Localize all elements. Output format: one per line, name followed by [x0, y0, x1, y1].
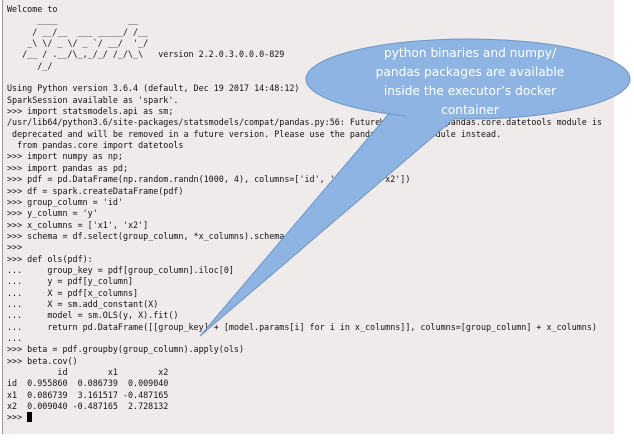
terminal-line: id x1 x2	[7, 367, 169, 377]
terminal-line: >>> pdf = pd.DataFrame(np.random.randn(1…	[7, 174, 411, 185]
terminal-line: >>> def ols(pdf):	[7, 253, 93, 264]
callout-text: python binaries and numpy/ pandas packag…	[330, 44, 610, 120]
terminal-line: id 0.955860 0.086739 0.009040	[7, 378, 169, 389]
terminal-line: SparkSession available as 'spark'.	[7, 94, 179, 105]
terminal-line: >>> df = spark.createDataFrame(pdf)	[7, 185, 184, 196]
terminal-line: ... X = sm.add_constant(X)	[7, 298, 159, 309]
terminal-line: >>> beta = pdf.groupby(group_column).app…	[7, 344, 244, 355]
terminal-line: /__ / .__/\_,_/_/ /_/\_\ version 2.2.0.3…	[7, 49, 285, 60]
terminal-line: /_/	[7, 60, 53, 71]
callout-line: inside the executor’s docker	[383, 84, 557, 98]
prompt: >>>	[7, 412, 28, 423]
terminal-line: >>> import statsmodels.api as sm;	[7, 106, 174, 117]
terminal-line: >>> import pandas as pd;	[7, 162, 129, 173]
terminal-line: x1 0.086739 3.161517 -0.487165	[7, 389, 169, 400]
terminal-line: >>> x_columns = ['x1', 'x2']	[7, 219, 149, 230]
callout-line: python binaries and numpy/	[383, 46, 557, 60]
terminal-line: ... X = pdf[x_columns]	[7, 287, 139, 298]
callout-line: pandas packages are available	[375, 65, 565, 79]
terminal-line: Using Python version 3.6.4 (default, Dec…	[7, 83, 300, 94]
terminal-line: ... return pd.DataFrame([[group_key] + […	[7, 321, 597, 332]
terminal-line: >>> import numpy as np;	[7, 151, 123, 162]
terminal-line: >>>	[7, 242, 23, 253]
terminal-line: ... y = pdf[y_column]	[7, 276, 134, 287]
terminal-line: Welcome to	[7, 4, 58, 14]
terminal-line: ... model = sm.OLS(y, X).fit()	[7, 310, 179, 321]
terminal-line: / __/__ ___ _____/ /__	[7, 26, 149, 37]
callout-line: container	[441, 103, 499, 117]
terminal-line: >>> beta.cov()	[7, 355, 78, 366]
terminal-line: ...	[7, 332, 23, 343]
text-cursor	[27, 412, 33, 423]
terminal-prompt-line[interactable]: >>>	[7, 412, 614, 423]
terminal-line: ... group_key = pdf[group_column].iloc[0…	[7, 264, 234, 275]
terminal-line: >>> group_column = 'id'	[7, 196, 123, 207]
terminal-line: from pandas.core import datetools	[7, 140, 184, 151]
terminal-line: deprecated and will be removed in a futu…	[7, 128, 502, 139]
terminal-line: _\ \/ _ \/ _ `/ __/ '_/	[7, 38, 149, 49]
terminal-line: ____ __	[7, 15, 139, 26]
terminal-line: >>> schema = df.select(group_column, *x_…	[7, 230, 285, 241]
terminal-line: x2 0.009040 -0.487165 2.728132	[7, 401, 169, 412]
terminal-line: >>> y_column = 'y'	[7, 208, 98, 219]
